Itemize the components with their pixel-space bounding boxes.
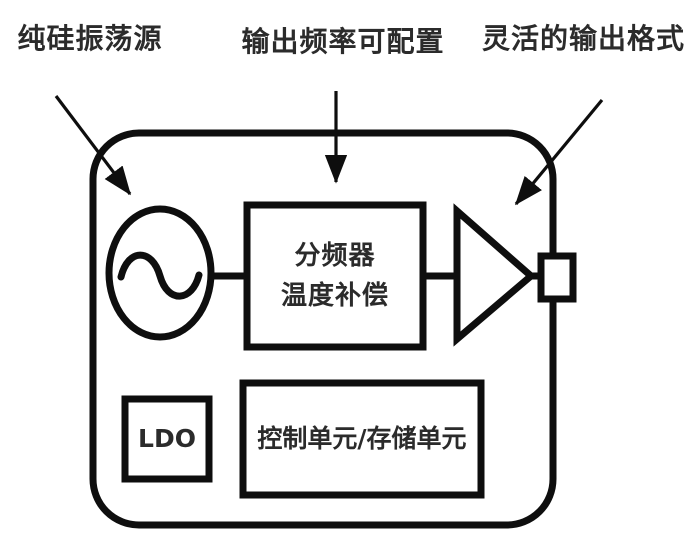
ldo-block-box: [121, 395, 213, 483]
control-block-label: 控制单元/存储单元: [257, 424, 467, 453]
output-pad-icon: [537, 252, 577, 303]
divider-block-label-line1: 分频器: [294, 240, 376, 271]
callout-label-oscillator-source: 纯硅振荡源: [17, 22, 163, 55]
divider-block-label: 分频器 温度补偿: [247, 205, 423, 347]
buffer-triangle-icon: [453, 203, 537, 347]
callout-arrow-format: [514, 98, 604, 206]
callout-label-flexible-output-format: 灵活的输出格式: [482, 22, 684, 55]
ldo-block-label: LDO: [138, 424, 196, 453]
callout-label-configurable-frequency: 输出频率可配置: [241, 25, 445, 58]
sine-wave-icon: [117, 251, 203, 300]
control-block-box: [239, 379, 485, 499]
chip-outline: [89, 129, 557, 529]
divider-block-label-line2: 温度补偿: [280, 281, 389, 311]
callout-arrow-oscillator: [54, 95, 132, 196]
divider-block-box: [243, 201, 427, 351]
